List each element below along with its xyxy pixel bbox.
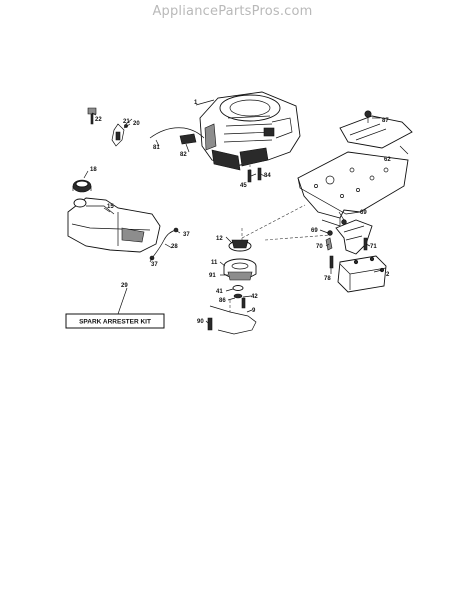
part-label: 90 — [197, 319, 204, 325]
fuel-line — [149, 227, 179, 261]
part-label: 71 — [370, 244, 377, 250]
part-label: 21 — [123, 119, 130, 125]
muffler-fasteners — [325, 219, 385, 273]
muffler — [335, 219, 387, 293]
part-label: 62 — [384, 157, 391, 163]
guide-line — [264, 234, 331, 241]
part-label: 2 — [386, 272, 390, 278]
part-label: 42 — [251, 294, 258, 300]
spark-arrester-kit-box: SPARK ARRESTER KIT — [65, 313, 165, 329]
part-label: 87 — [382, 118, 389, 124]
part-label: 78 — [324, 276, 331, 282]
part-label: 29 — [121, 283, 128, 289]
engine-bolts — [247, 167, 262, 183]
part-label: 18 — [90, 167, 97, 173]
watermark: AppliancePartsPros.com — [152, 4, 313, 19]
belt-guide-rod — [207, 297, 257, 335]
throttle-cable — [149, 127, 205, 145]
part-label: 20 — [133, 121, 140, 127]
part-label: 37 — [183, 232, 190, 238]
part-label: 91 — [209, 273, 216, 279]
part-label: 45 — [240, 183, 247, 189]
mounting-frame — [297, 151, 409, 227]
part-label: 12 — [216, 236, 223, 242]
pulley-assembly — [223, 239, 257, 299]
fuel-tank — [67, 197, 161, 253]
part-label: 69 — [360, 210, 367, 216]
part-label: 28 — [171, 244, 178, 250]
part-label: 70 — [316, 244, 323, 250]
leader-lines — [83, 112, 383, 324]
part-label: 37 — [151, 262, 158, 268]
spark-arrester-kit-label: SPARK ARRESTER KIT — [79, 319, 151, 326]
part-label: 1 — [194, 100, 198, 106]
part-label: 84 — [264, 173, 271, 179]
part-label: 22 — [95, 117, 102, 123]
part-label: 9 — [252, 308, 256, 314]
part-label: 86 — [219, 298, 226, 304]
part-label: 81 — [153, 145, 160, 151]
part-label: 15 — [107, 204, 114, 210]
engine — [199, 91, 301, 171]
fuel-cap — [72, 179, 92, 193]
part-label: 11 — [211, 260, 218, 266]
part-label: 82 — [180, 152, 187, 158]
guide-line — [241, 204, 306, 239]
part-label: 41 — [216, 289, 223, 295]
engine-cover-plate — [339, 110, 413, 149]
part-label: 69 — [311, 228, 318, 234]
